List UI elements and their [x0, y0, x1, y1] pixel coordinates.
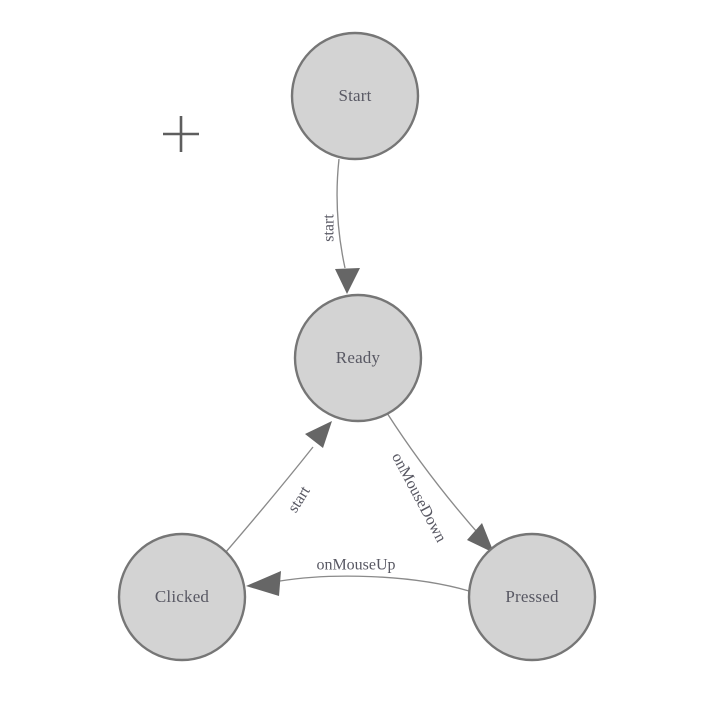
edge-start-to-ready-line [336, 158, 346, 269]
node-clicked-label: Clicked [155, 587, 210, 606]
edge-pressed-to-clicked-arrowhead [246, 571, 281, 596]
edge-ready-to-pressed-arrowhead [467, 523, 494, 553]
node-ready-label: Ready [336, 348, 381, 367]
node-pressed-circle[interactable] [467, 532, 597, 662]
edge-ready-to-pressed-line [386, 412, 485, 541]
node-pressed[interactable]: Pressed [467, 532, 597, 662]
edge-ready-to-pressed[interactable]: onMouseDown [386, 412, 494, 553]
edge-label-clicked-to-ready: start [285, 483, 314, 516]
crosshair-icon[interactable] [163, 116, 199, 152]
node-start-label: Start [338, 86, 371, 105]
edge-clicked-to-ready[interactable]: start [224, 421, 332, 554]
edge-start-to-ready-arrowhead [335, 268, 360, 294]
node-start-circle[interactable] [290, 31, 420, 161]
node-clicked-circle[interactable] [117, 532, 247, 662]
edge-label-ready-to-pressed: onMouseDown [388, 450, 449, 545]
node-clicked[interactable]: Clicked [117, 532, 247, 662]
edge-pressed-to-clicked-line [279, 575, 470, 592]
node-ready-circle[interactable] [293, 293, 423, 423]
edge-label-start-to-ready: start [321, 214, 338, 242]
edge-clicked-to-ready-line [224, 446, 314, 554]
edge-clicked-to-ready-arrowhead [305, 421, 332, 448]
node-start[interactable]: Start [290, 31, 420, 161]
edge-label-pressed-to-clicked: onMouseUp [316, 557, 395, 574]
node-pressed-label: Pressed [505, 587, 559, 606]
edge-pressed-to-clicked[interactable]: onMouseUp [246, 557, 470, 596]
edge-start-to-ready[interactable]: start [321, 158, 360, 294]
node-ready[interactable]: Ready [293, 293, 423, 423]
